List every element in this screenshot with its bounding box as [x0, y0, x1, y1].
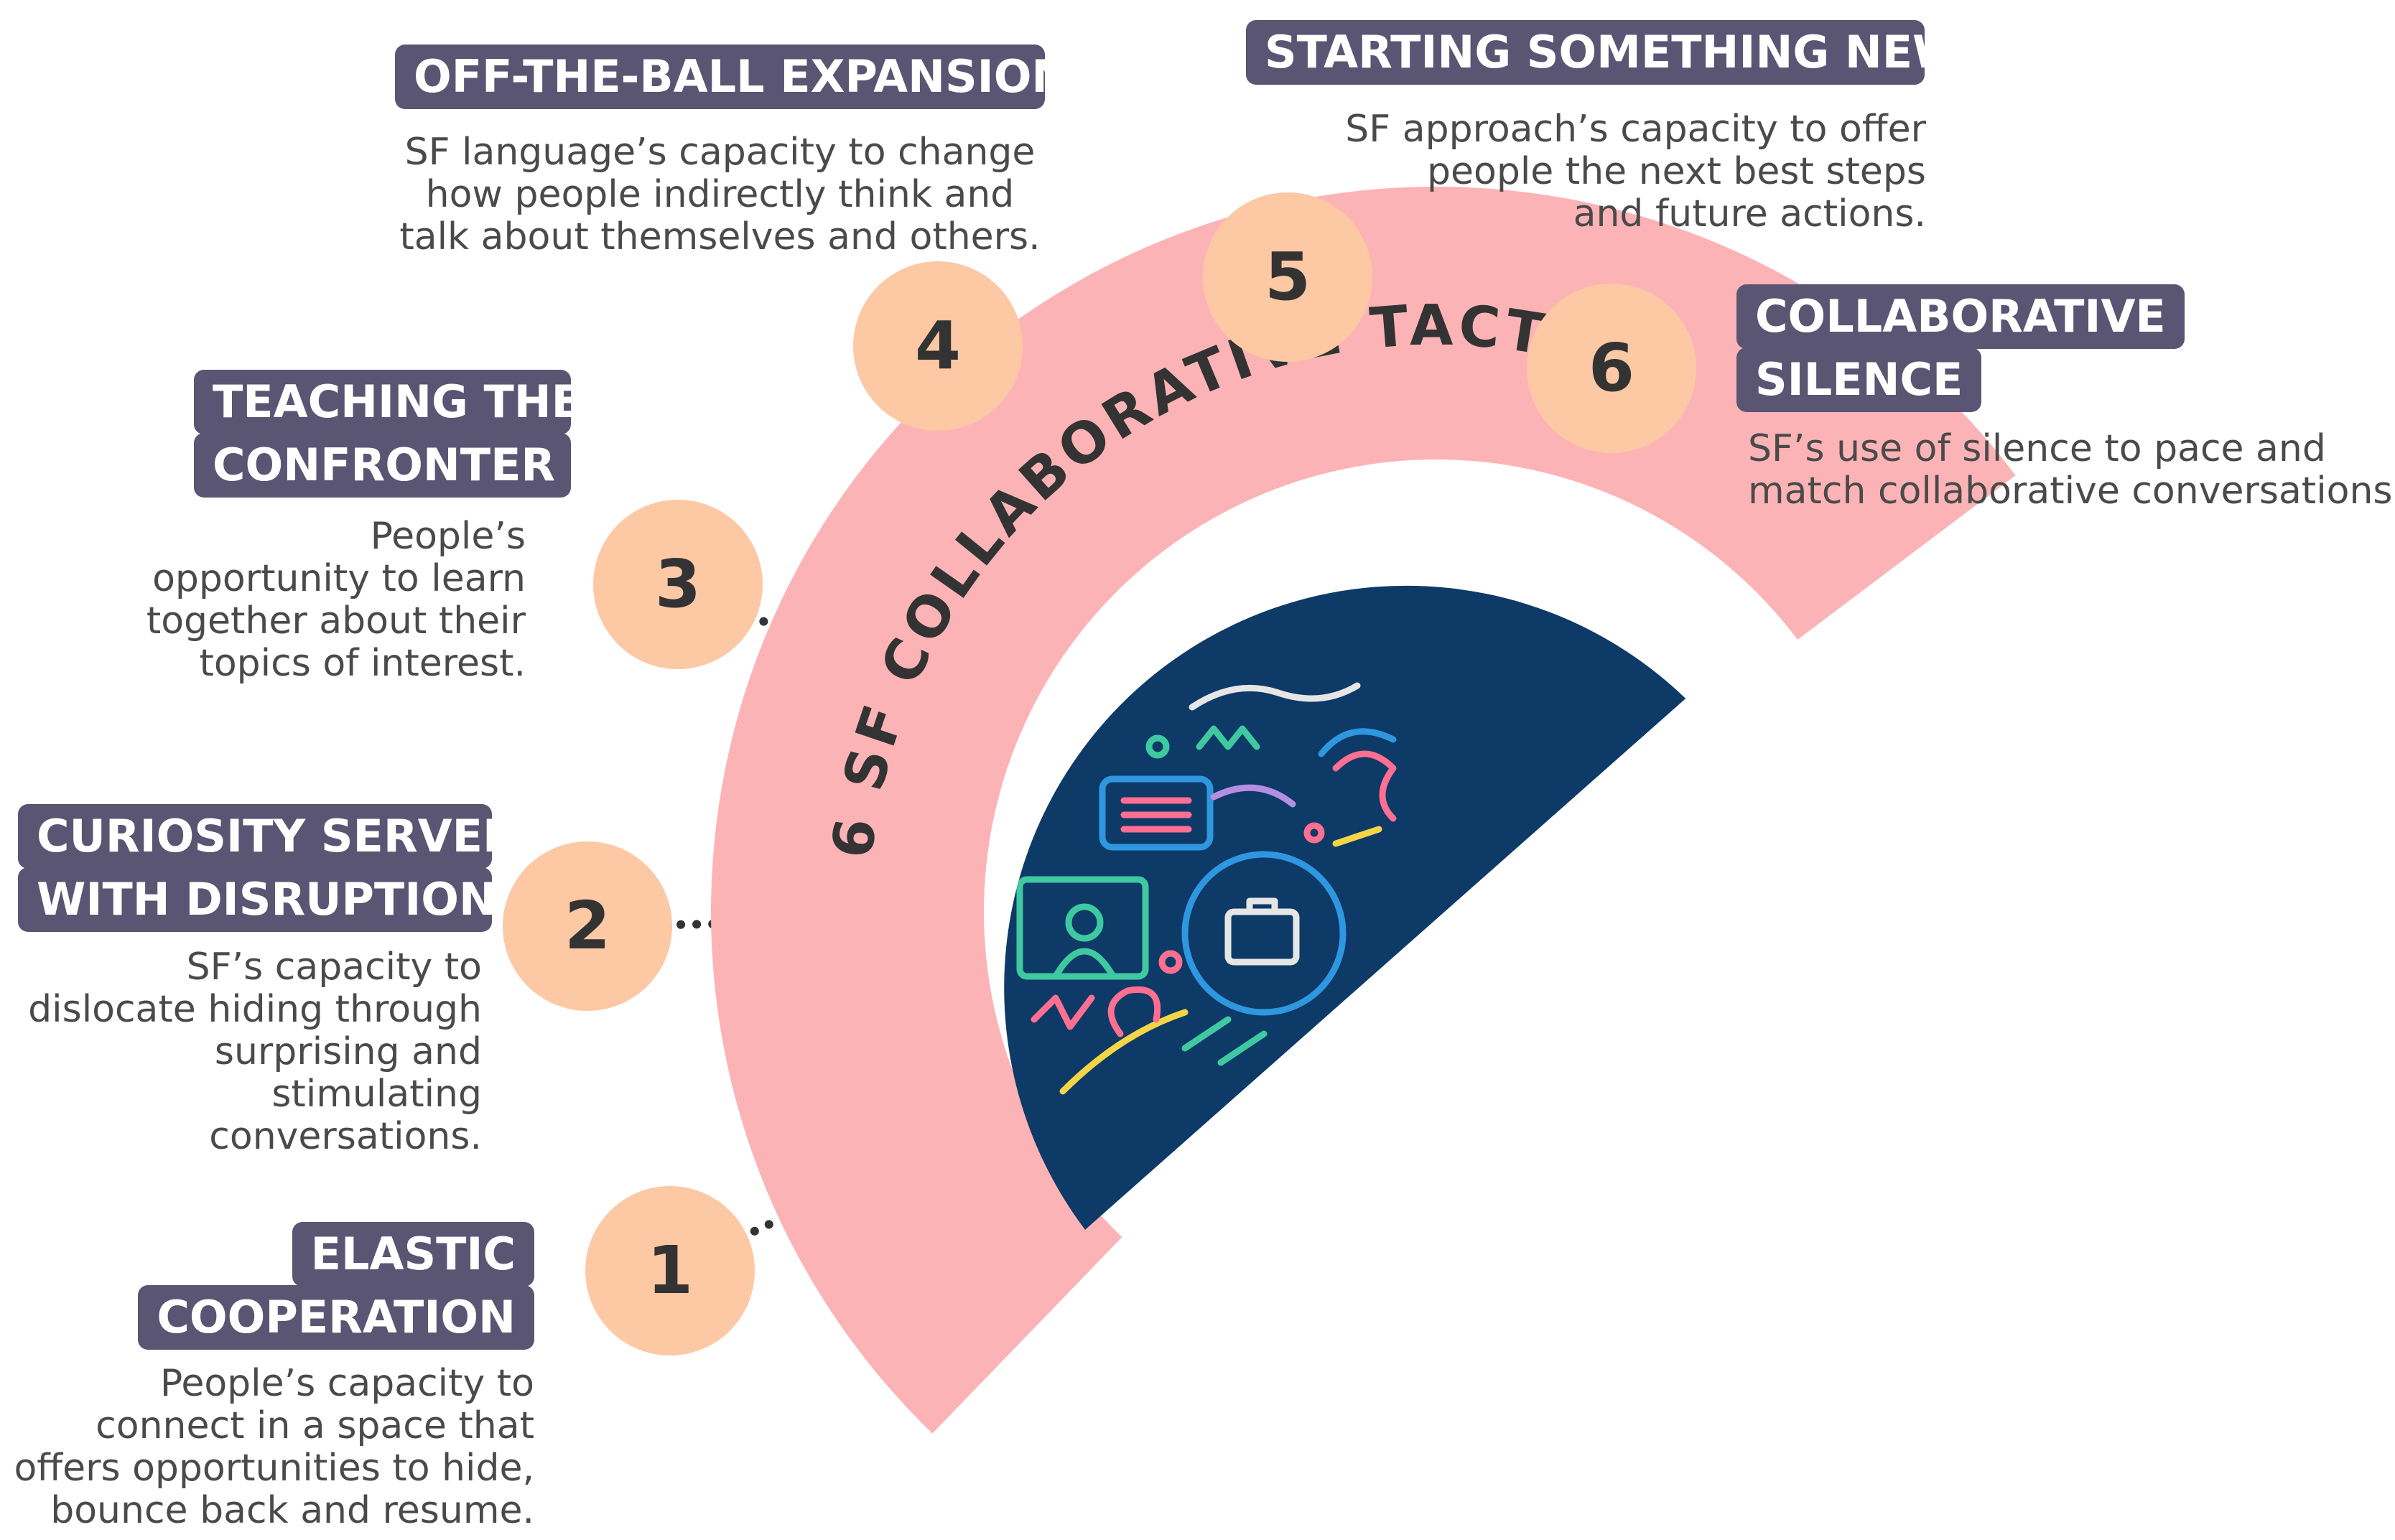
- doodle-yellow-line: [1059, 1009, 1189, 1095]
- tactic-5-desc-line-3: and future actions.: [1573, 192, 1926, 235]
- tactic-4-desc-line-1: SF language’s capacity to change: [404, 131, 1036, 174]
- doodle-big-circle: [1181, 851, 1347, 1016]
- tactic-2-number: 2: [503, 841, 672, 1011]
- doodle-arrow: [1210, 784, 1296, 808]
- tactic-3-desc-line-2: opportunity to learn: [152, 557, 526, 600]
- doodle-dot-pink-2: [1303, 822, 1325, 844]
- tactic-1-description: People’s capacity to connect in a space …: [14, 1363, 534, 1532]
- doodle-ring-small: [1145, 734, 1170, 759]
- tactic-3-number: 3: [593, 500, 763, 669]
- tactic-1-number: 1: [585, 1186, 755, 1355]
- tactic-3-title-line-2: CONFRONTER: [194, 433, 571, 498]
- tactic-2-desc-line-2: dislocate hiding through: [28, 988, 482, 1031]
- tactic-6-title-line-1: COLLABORATIVE: [1736, 284, 2185, 349]
- doodle-wave: [1196, 725, 1260, 750]
- doodle-zigzag: [1031, 994, 1095, 1030]
- tactic-1-title-line-1: ELASTIC: [292, 1222, 534, 1287]
- chat-bubble-icon: [1099, 775, 1214, 851]
- tactic-2-desc-line-3: surprising and: [214, 1030, 482, 1073]
- tactic-2-title-line-1: CURIOSITY SERVED: [18, 804, 519, 869]
- tactic-2-desc-line-4: stimulating: [271, 1073, 482, 1116]
- tactic-2-title-line-2: WITH DISRUPTION: [18, 867, 496, 932]
- tactic-3-title-line-1: TEACHING THE: [194, 370, 582, 434]
- tactic-5-title-line-1: STARTING SOMETHING NEW: [1246, 20, 1961, 85]
- doodle-swirl: [1332, 750, 1397, 822]
- tactic-4-desc-line-3: talk about themselves and others.: [399, 215, 1041, 258]
- tactic-6-title-line-2: SILENCE: [1736, 347, 1982, 412]
- connector-3: [759, 617, 778, 630]
- tactic-2-description: SF’s capacity to dislocate hiding throug…: [28, 946, 482, 1158]
- doodle-yellow-line-2: [1332, 826, 1382, 847]
- tactic-4-title-line-1: OFF-THE-BALL EXPANSION: [395, 45, 1069, 109]
- connector-2: [676, 920, 720, 929]
- tactic-6-description: SF’s use of silence to pace and match co…: [1748, 428, 2393, 513]
- hub-doodles: [1016, 682, 1397, 1095]
- tactic-1-desc-line-2: connect in a space that: [96, 1404, 534, 1447]
- tactic-5-description: SF approach’s capacity to offer people t…: [1345, 108, 1926, 235]
- tactic-3-desc-line-1: People’s: [370, 515, 526, 558]
- tactic-5-desc-line-1: SF approach’s capacity to offer: [1345, 108, 1926, 151]
- person-head-icon: [1065, 903, 1104, 942]
- tactics-band: [711, 187, 2016, 1434]
- tactic-6-number: 6: [1527, 284, 1696, 453]
- tactic-3-desc-line-3: together about their: [146, 599, 526, 643]
- person-body-icon: [1052, 948, 1117, 980]
- tactic-3-desc-line-4: topics of interest.: [199, 642, 526, 685]
- doodle-dot-pink: [1158, 950, 1183, 974]
- monitor-icon: [1016, 876, 1149, 980]
- connector-1: [750, 1213, 787, 1236]
- tactic-1-desc-line-3: offers opportunities to hide,: [14, 1447, 534, 1490]
- doodle-curve-blue: [1318, 728, 1397, 757]
- tactic-1-desc-line-1: People’s capacity to: [159, 1362, 534, 1405]
- tactic-6-desc-line-1: SF’s use of silence to pace and: [1748, 427, 2326, 470]
- tactic-2-desc-line-5: conversations.: [209, 1115, 482, 1158]
- briefcase-handle-icon: [1246, 897, 1278, 915]
- tactic-5-number: 5: [1203, 192, 1372, 362]
- hub-illustration: [1004, 585, 1686, 1230]
- tactic-1-desc-line-4: bounce back and resume.: [50, 1489, 534, 1532]
- tactic-4-desc-line-2: how people indirectly think and: [425, 173, 1015, 216]
- tactic-6-desc-line-2: match collaborative conversations: [1748, 470, 2393, 513]
- tactic-4-description: SF language’s capacity to change how peo…: [388, 131, 1052, 258]
- tactic-5-desc-line-2: people the next best steps: [1427, 150, 1926, 193]
- tactic-3-description: People’s opportunity to learn together a…: [147, 515, 526, 685]
- briefcase-icon: [1224, 908, 1300, 966]
- tactic-2-desc-line-1: SF’s capacity to: [186, 946, 482, 989]
- doodle-spiral: [1107, 986, 1161, 1037]
- tactic-1-title-line-2: COOPERATION: [138, 1285, 534, 1350]
- tactic-4-number: 4: [853, 261, 1023, 431]
- doodle-squiggle: [1189, 682, 1361, 711]
- doodle-lines-green: [1181, 1016, 1268, 1066]
